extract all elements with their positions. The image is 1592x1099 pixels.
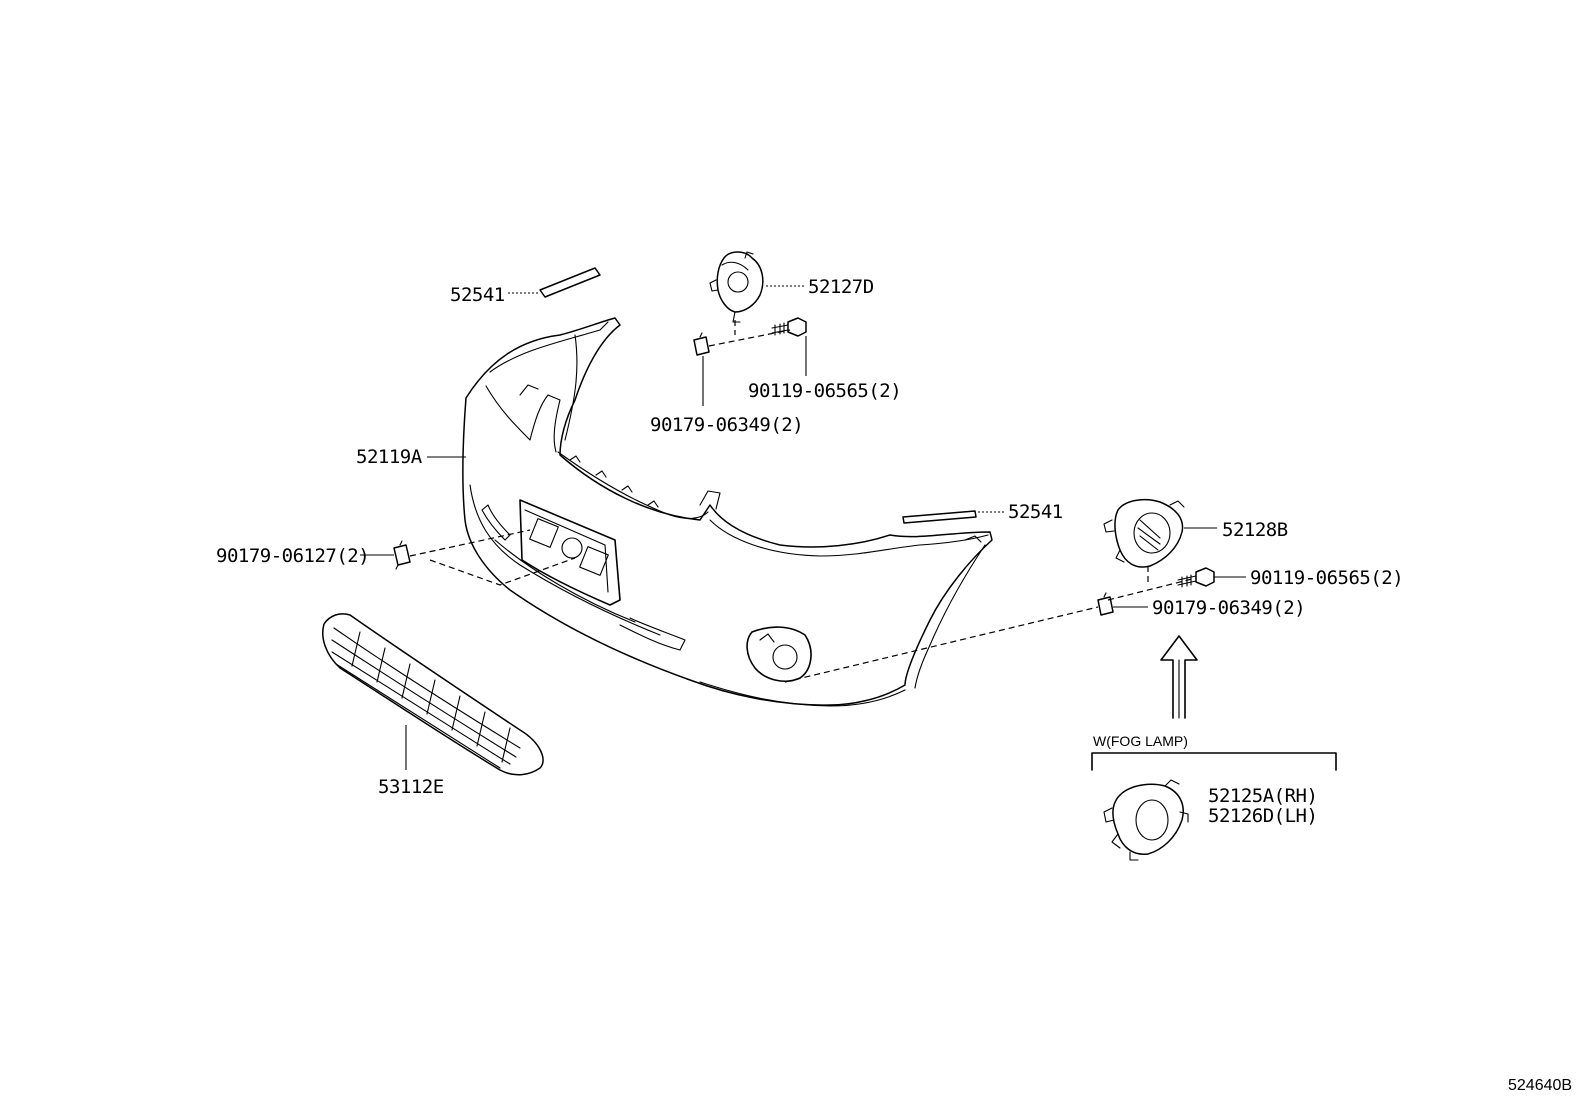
label-lower-grille: 53112E [378, 776, 444, 798]
label-right-bolt: 90119-06565(2) [1250, 567, 1403, 589]
label-fog-bracket-rh: 52125A(RH) [1208, 785, 1317, 807]
label-side-molding: 52541 [1008, 501, 1063, 523]
fog-lamp-group-bracket [1091, 752, 1337, 771]
fog-lamp-bracket[interactable] [1103, 779, 1189, 861]
reference-code: 524640B [1508, 1077, 1572, 1094]
right-bracket[interactable] [1103, 498, 1185, 568]
left-nut-plate[interactable] [393, 540, 411, 570]
upper-bolt[interactable] [771, 317, 807, 337]
upper-molding[interactable] [539, 267, 601, 298]
leader-lines [360, 285, 1246, 770]
label-nut-plate: 90179-06127(2) [216, 545, 369, 567]
label-right-nut: 90179-06349(2) [1152, 597, 1305, 619]
label-fog-bracket-lh: 52126D(LH) [1208, 805, 1317, 827]
label-fog-lamp-group: W(FOG LAMP) [1093, 733, 1188, 749]
upper-bracket[interactable] [709, 251, 764, 323]
assembly-dashed-lines [409, 320, 1197, 683]
lower-grille[interactable] [322, 613, 544, 776]
label-right-bracket: 52128B [1222, 519, 1288, 541]
bumper-cover[interactable] [462, 317, 993, 707]
label-upper-bolt: 90119-06565(2) [748, 380, 901, 402]
upper-clip-nut[interactable] [693, 332, 710, 356]
label-upper-molding: 52541 [450, 284, 505, 306]
right-clip-nut[interactable] [1097, 592, 1114, 616]
right-bolt[interactable] [1177, 567, 1215, 588]
up-arrow-icon [1160, 635, 1198, 719]
label-upper-bracket: 52127D [808, 276, 874, 298]
label-bumper-cover: 52119A [356, 446, 423, 468]
side-molding[interactable] [902, 510, 977, 524]
label-upper-nut: 90179-06349(2) [650, 414, 803, 436]
